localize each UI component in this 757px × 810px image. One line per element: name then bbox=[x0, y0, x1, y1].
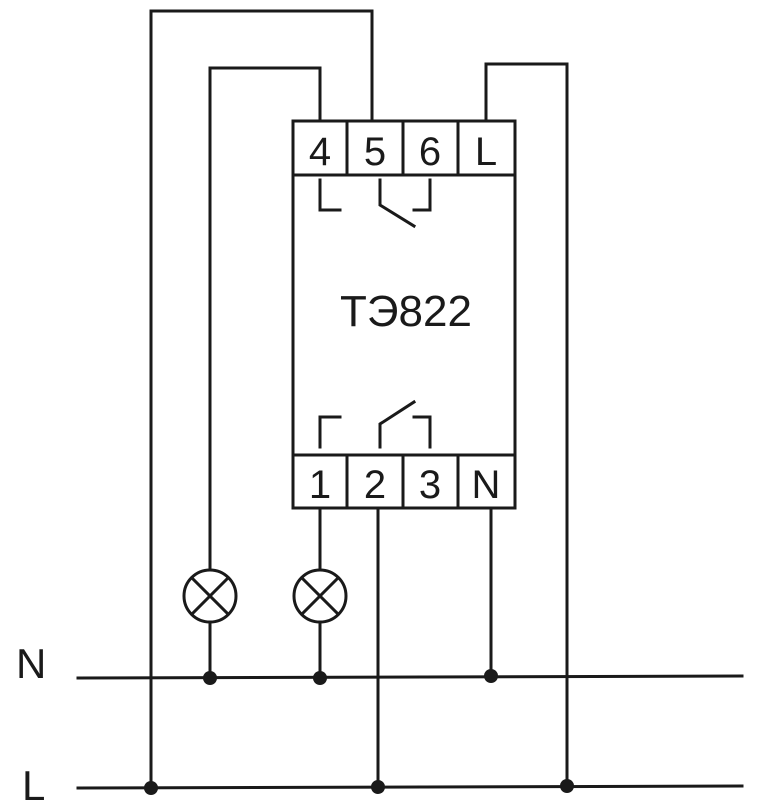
wire-terminal-4 bbox=[208, 66, 322, 572]
terminal-block-top: 4 5 6 L bbox=[291, 119, 517, 177]
bus-line-l bbox=[76, 784, 744, 790]
bus-line-n bbox=[76, 674, 744, 680]
terminal-2: 2 bbox=[364, 463, 386, 507]
model-label: ТЭ822 bbox=[340, 287, 472, 336]
terminal-1: 1 bbox=[309, 463, 331, 507]
terminal-block-bottom: 1 2 3 N bbox=[291, 453, 517, 510]
terminal-n: N bbox=[472, 463, 501, 507]
wire-terminal-5 bbox=[149, 9, 374, 788]
junction-dot bbox=[313, 671, 327, 685]
terminal-l: L bbox=[475, 130, 497, 174]
lamp-icon bbox=[182, 568, 238, 624]
external-wiring bbox=[149, 9, 569, 788]
junction-dot bbox=[560, 779, 574, 793]
junction-dot bbox=[144, 781, 158, 795]
junction-dot bbox=[484, 669, 498, 683]
terminal-4: 4 bbox=[309, 130, 331, 174]
junction-dot bbox=[371, 780, 385, 794]
bus-label-l: L bbox=[22, 762, 45, 809]
junction-dot bbox=[203, 671, 217, 685]
wire-terminal-l bbox=[484, 62, 569, 788]
terminal-6: 6 bbox=[419, 130, 441, 174]
lamp-icon bbox=[292, 568, 348, 624]
terminal-3: 3 bbox=[419, 463, 441, 507]
junction-dots bbox=[144, 669, 574, 795]
relay-contact-icon bbox=[318, 178, 432, 449]
bus-label-n: N bbox=[16, 640, 46, 687]
relay-body bbox=[291, 119, 517, 510]
terminal-5: 5 bbox=[364, 130, 386, 174]
